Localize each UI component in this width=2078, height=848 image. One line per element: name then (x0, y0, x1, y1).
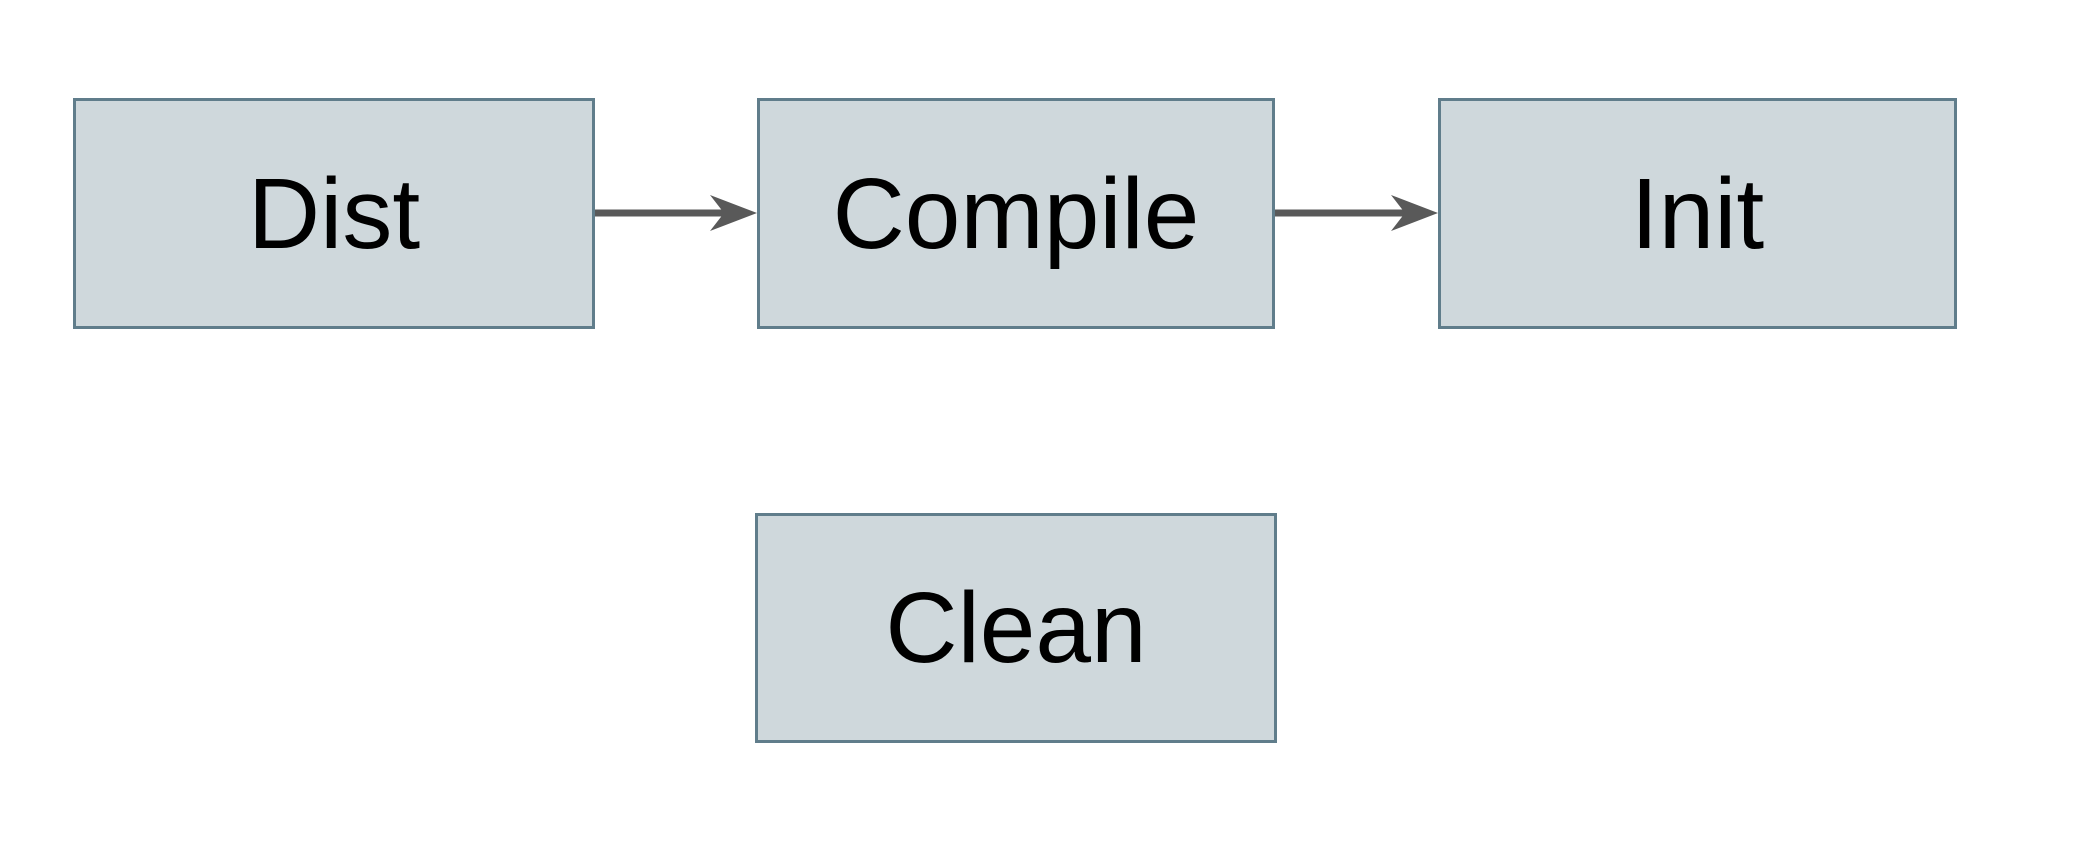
node-dist-label: Dist (247, 157, 421, 270)
arrow-compile-to-init-icon (1275, 195, 1438, 231)
node-compile: Compile (757, 98, 1275, 329)
node-init: Init (1438, 98, 1957, 329)
node-clean-label: Clean (885, 572, 1147, 684)
node-init-label: Init (1630, 157, 1765, 270)
arrow-dist-to-compile-icon (595, 195, 757, 231)
node-clean: Clean (755, 513, 1277, 743)
node-dist: Dist (73, 98, 595, 329)
node-compile-label: Compile (832, 157, 1200, 270)
